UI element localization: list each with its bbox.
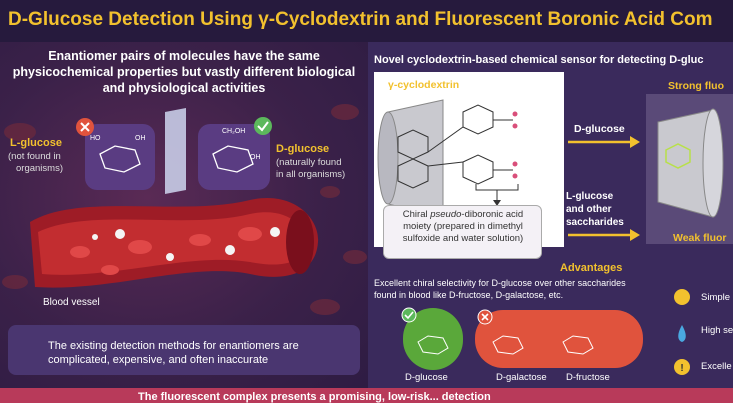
chiral-5: sulfoxide and water solution) — [402, 233, 524, 244]
l-glucose-note-1: (not found in — [8, 151, 61, 162]
note-text: The existing detection methods for enant… — [48, 339, 353, 367]
bottom-bar: The fluorescent complex presents a promi… — [0, 388, 733, 403]
note-box — [8, 325, 360, 375]
left-illustration — [2, 104, 367, 362]
strong-fluo-label: Strong fluo — [668, 80, 724, 92]
bottom-text: The fluorescent complex presents a promi… — [138, 391, 491, 403]
mol-d-glucose: D-glucose — [405, 372, 448, 383]
arrow-l-2: and other — [566, 204, 612, 215]
chiral-4: moiety (prepared in dimethyl — [403, 221, 523, 232]
chiral-2: pseudo — [430, 209, 462, 220]
adv-desc: Excellent chiral selectivity for D-gluco… — [374, 277, 626, 301]
arrow-l-1: L-glucose — [566, 191, 614, 202]
l-atom-oh: OH — [135, 135, 146, 142]
drop-icon — [678, 325, 686, 342]
alert-icon — [674, 359, 690, 375]
note-line-1: The existing detection methods for enant… — [48, 340, 299, 352]
weak-fluo-label: Weak fluor — [673, 232, 727, 244]
mol-d-galactose: D-galactose — [496, 372, 547, 383]
d-glucose-note-1: (naturally found — [276, 157, 342, 168]
left-heading-1: Enantiomer pairs of molecules have the s… — [48, 49, 320, 63]
adv-item-1: Simple — [701, 292, 731, 303]
chiral-text: Chiral pseudo-diboronic acid moiety (pre… — [388, 209, 538, 245]
note-line-2: complicated, expensive, and often inaccu… — [48, 354, 269, 366]
adv-line-2: found in blood like D-fructose, D-galact… — [374, 290, 564, 300]
d-atom-ch2oh: CH₂OH — [222, 128, 246, 135]
left-heading-3: and physiological activities — [102, 81, 266, 95]
l-glucose-note-2: organisms) — [16, 163, 63, 174]
l-atom-ho: HO — [90, 135, 101, 142]
l-glucose-label: L-glucose — [10, 137, 62, 149]
d-glucose-note-2: in all organisms) — [276, 169, 346, 180]
blood-vessel-label: Blood vessel — [43, 297, 100, 308]
advantages-title: Advantages — [560, 262, 623, 274]
bulb-icon — [674, 289, 690, 305]
d-glucose-label: D-glucose — [276, 143, 330, 155]
adv-line-1: Excellent chiral selectivity for D-gluco… — [374, 278, 626, 288]
left-heading-2: physicochemical properties but vastly di… — [12, 65, 356, 79]
chiral-1: Chiral — [402, 209, 428, 220]
d-atom-oh: OH — [250, 154, 261, 161]
arrow-l-group: L-glucose and other saccharides — [566, 190, 624, 229]
arrow-l-3: saccharides — [566, 217, 624, 228]
page-title: D-Glucose Detection Using γ-Cyclodextrin… — [8, 9, 713, 30]
title-bar: D-Glucose Detection Using γ-Cyclodextrin… — [0, 0, 733, 42]
arrow-d-glucose: D-glucose — [574, 123, 625, 135]
chiral-box — [383, 205, 542, 259]
svg-text:!: ! — [680, 363, 683, 374]
adv-item-2: High se — [701, 325, 733, 336]
mol-d-fructose: D-fructose — [566, 372, 610, 383]
cd-label: γ-cyclodextrin — [388, 79, 460, 91]
adv-item-3: Excelle — [701, 361, 732, 372]
chiral-3: -diboronic acid — [461, 209, 524, 220]
right-heading: Novel cyclodextrin-based chemical sensor… — [374, 54, 704, 66]
